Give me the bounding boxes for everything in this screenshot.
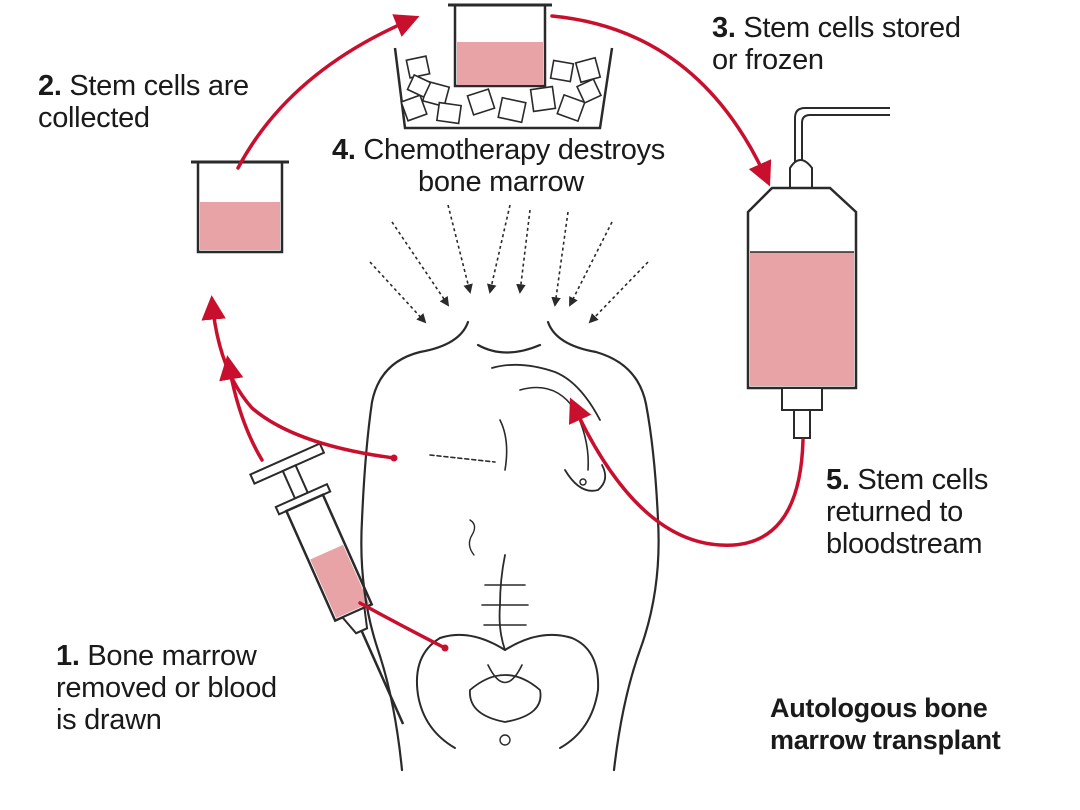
arrow-bucket-to-bag — [550, 14, 772, 187]
arrow-bag-to-chest — [569, 397, 805, 547]
title-line-2: marrow transplant — [770, 725, 1001, 755]
step-2-line-2: collected — [38, 102, 150, 134]
step-1-line-1: Bone marrow — [87, 640, 257, 672]
diagram-title: Autologous bone marrow transplant — [770, 692, 1001, 756]
step-3-number: 3. — [712, 12, 736, 44]
chemotherapy-arrows — [369, 204, 649, 324]
step-1-line-3: is drawn — [56, 704, 162, 736]
title-line-1: Autologous bone — [770, 693, 988, 723]
torso-illustration — [360, 320, 660, 772]
step-5-line-1: Stem cells — [857, 464, 989, 496]
arrow-syringe-up — [219, 355, 264, 462]
step-2-label: 2. Stem cells are collected — [38, 70, 249, 134]
step-4-line-1: Chemotherapy destroys — [363, 134, 665, 166]
ice-bucket-icon — [393, 3, 614, 130]
arrow-beaker-to-bucket — [236, 14, 420, 170]
arrow-syringe-to-hip — [358, 601, 447, 650]
step-5-line-2: returned to — [826, 496, 963, 528]
step-2-number: 2. — [38, 70, 62, 102]
step-5-number: 5. — [826, 464, 850, 496]
step-1-label: 1. Bone marrow removed or blood is drawn — [56, 640, 277, 736]
step-3-label: 3. Stem cells stored or frozen — [712, 12, 961, 76]
beaker-icon — [191, 160, 289, 254]
arrow-chest-to-beaker — [201, 295, 396, 460]
syringe-icon — [249, 442, 405, 725]
step-3-line-1: Stem cells stored — [743, 12, 961, 44]
step-1-line-2: removed or blood — [56, 672, 277, 704]
step-3-line-2: or frozen — [712, 44, 824, 76]
step-5-label: 5. Stem cells returned to bloodstream — [826, 464, 988, 560]
step-4-number: 4. — [332, 134, 356, 166]
step-1-number: 1. — [56, 640, 80, 672]
step-2-line-1: Stem cells are — [69, 70, 249, 102]
step-4-line-2: bone marrow — [418, 166, 584, 198]
step-4-label: 4. Chemotherapy destroys bone marrow — [332, 134, 665, 198]
step-5-line-3: bloodstream — [826, 528, 983, 560]
iv-bag-icon — [746, 107, 890, 439]
